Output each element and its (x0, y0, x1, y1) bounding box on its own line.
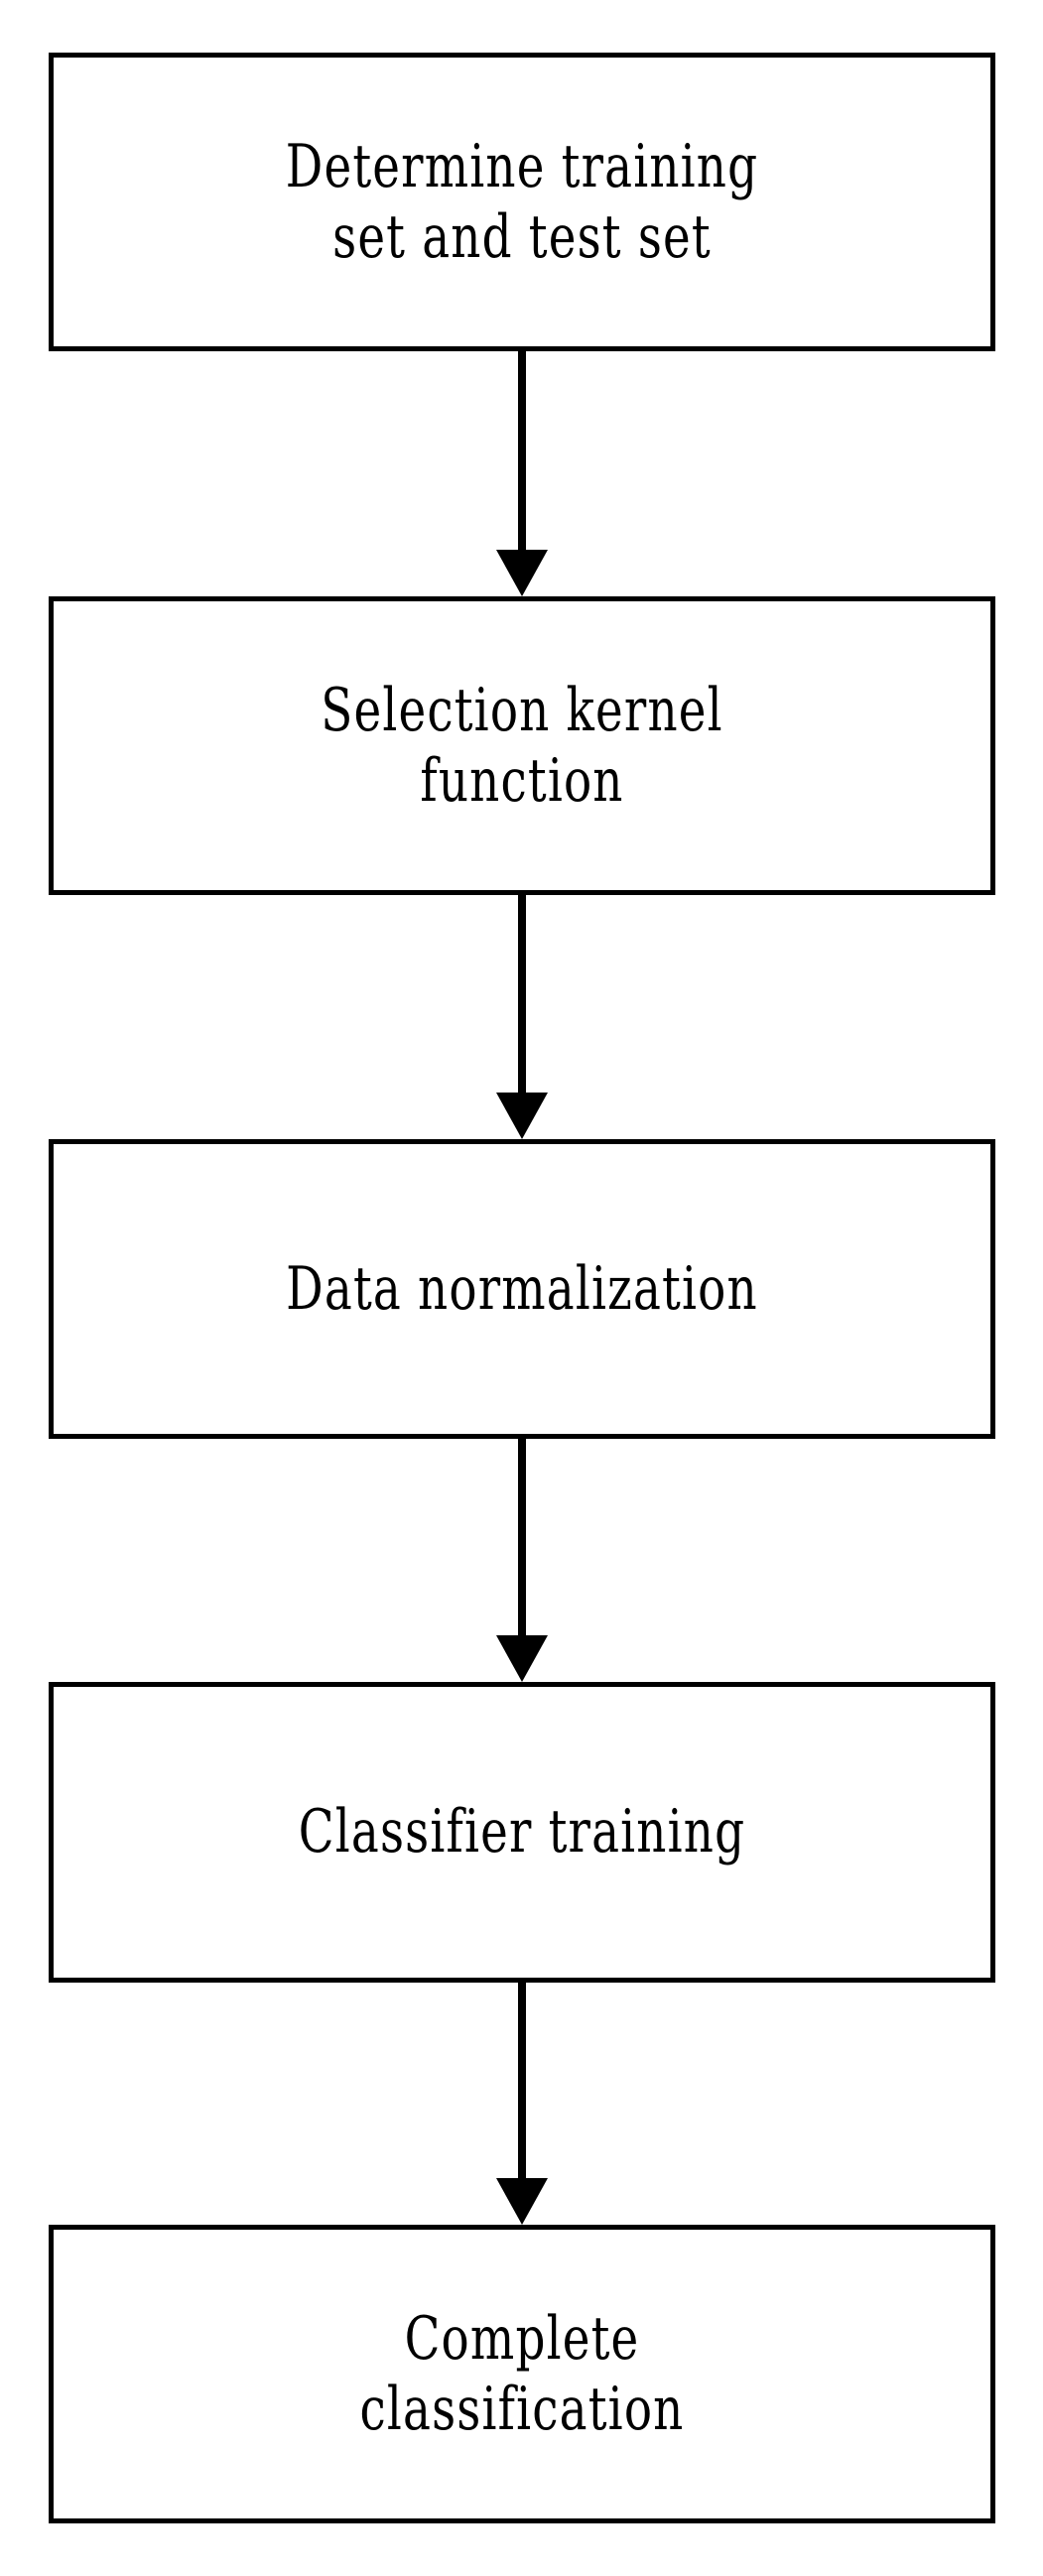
flowchart-arrow-node3-to-node4 (0, 1983, 1043, 2225)
flowchart-node-data-normalization[interactable]: Data normalization (49, 1139, 995, 1439)
flowchart-node-selection-kernel-function[interactable]: Selection kernel function (49, 596, 995, 895)
flowchart-node-determine-training-set[interactable]: Determine training set and test set (49, 53, 995, 351)
flowchart-node-classifier-training[interactable]: Classifier training (49, 1682, 995, 1983)
flowchart-node-label: Selection kernel function (321, 675, 723, 816)
arrow-head-icon (496, 550, 548, 596)
flowchart-arrow-node1-to-node2 (0, 895, 1043, 1139)
arrow-head-icon (496, 1635, 548, 1682)
flowchart-arrow-node0-to-node1 (0, 351, 1043, 596)
arrow-stem (518, 1439, 526, 1635)
flowchart-node-complete-classification[interactable]: Complete classification (49, 2225, 995, 2523)
flowchart-node-label: Determine training set and test set (285, 131, 759, 272)
arrow-head-icon (496, 2178, 548, 2225)
arrow-stem (518, 351, 526, 550)
arrow-head-icon (496, 1093, 548, 1139)
flowchart-arrow-node2-to-node3 (0, 1439, 1043, 1682)
arrow-stem (518, 895, 526, 1093)
flowchart-node-label: Complete classification (359, 2303, 685, 2444)
flowchart-node-label: Classifier training (298, 1797, 746, 1868)
arrow-stem (518, 1983, 526, 2178)
flowchart-node-label: Data normalization (286, 1253, 758, 1324)
